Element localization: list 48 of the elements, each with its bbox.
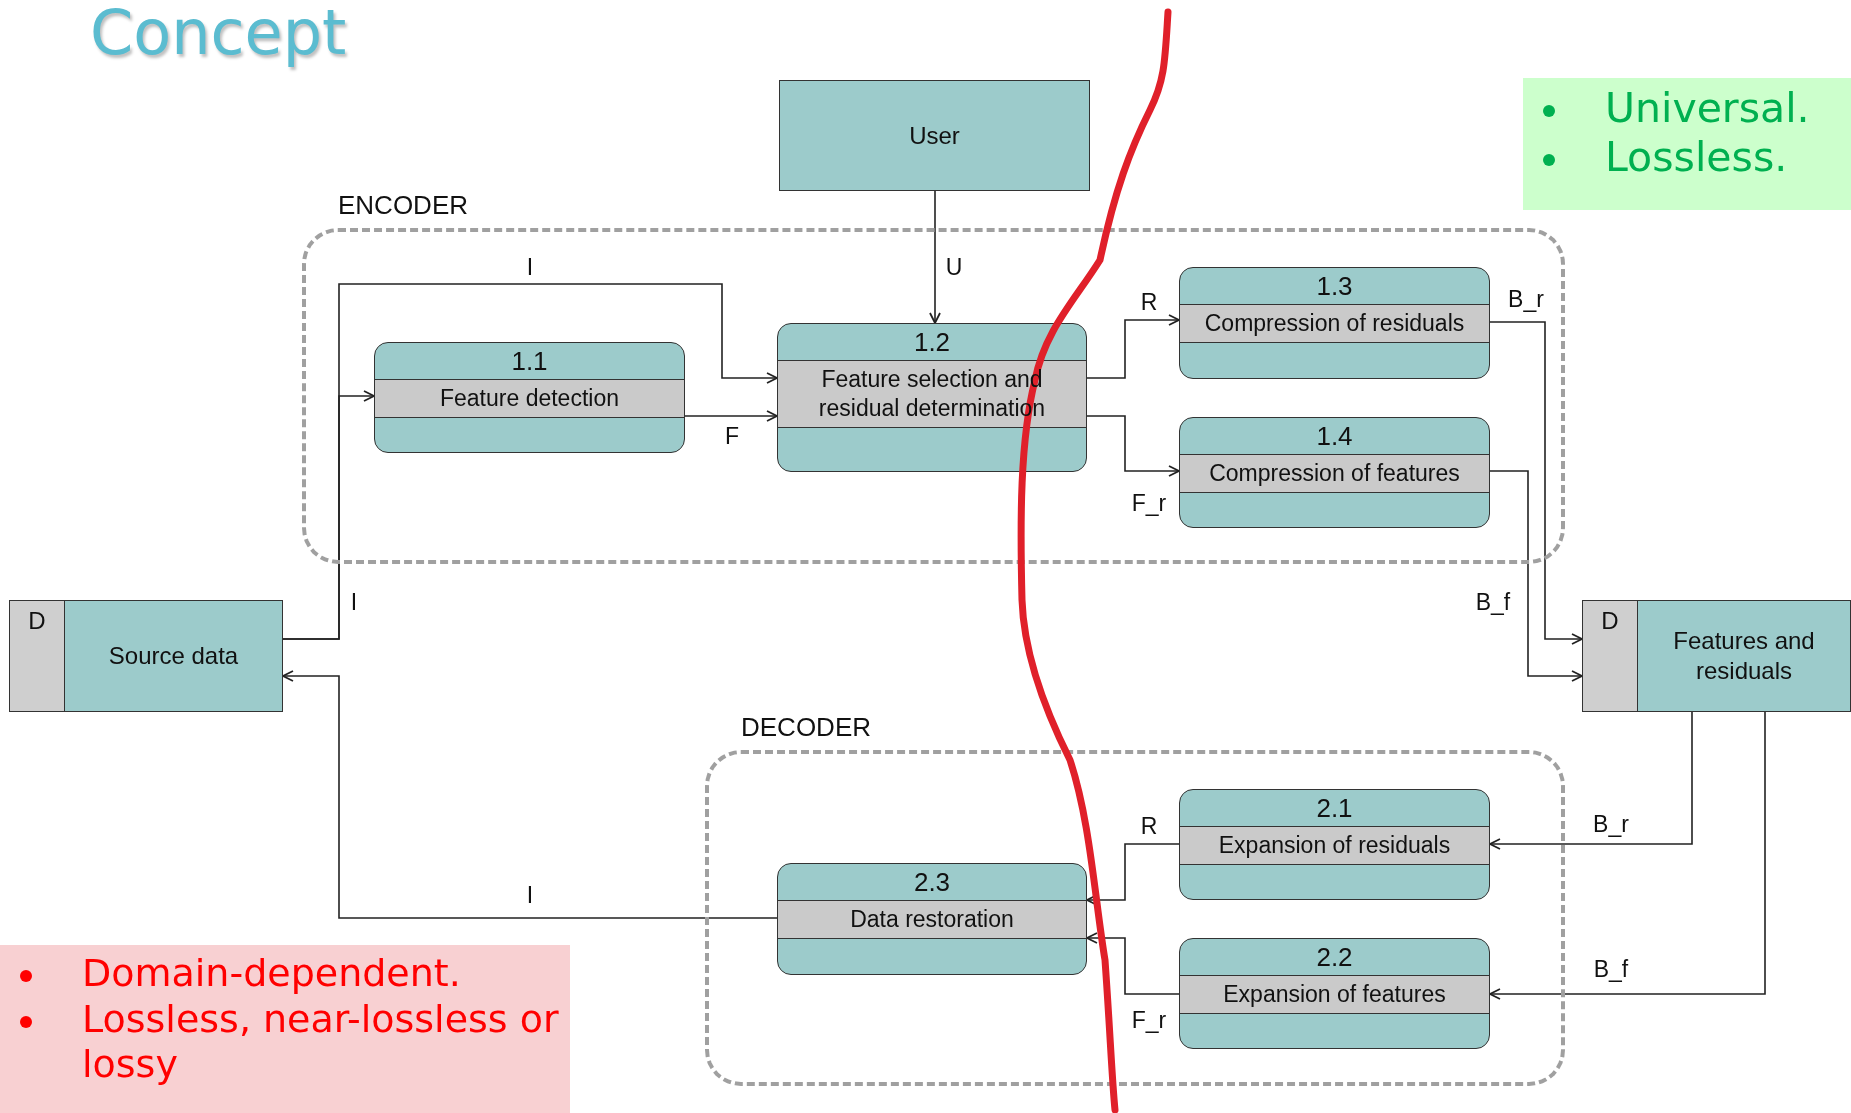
process-title: Data restoration <box>778 900 1086 939</box>
process-title: Compression of features <box>1180 454 1489 493</box>
process-title: Feature detection <box>375 379 684 418</box>
store-name: Source data <box>107 641 240 671</box>
slide-title: Concept <box>90 0 347 69</box>
data-store-box <box>1582 600 1851 712</box>
arrow <box>1086 843 1180 906</box>
process-number: 1.4 <box>1315 419 1354 453</box>
process-number: 1.2 <box>912 325 952 359</box>
entity-box: User <box>779 80 1090 191</box>
arrow <box>1086 415 1180 477</box>
arrow <box>1489 711 1766 1000</box>
note-box <box>0 945 570 1113</box>
process-number: 2.3 <box>912 865 952 899</box>
process-title: Compression of residuals <box>1180 304 1489 343</box>
note-text: Universal. <box>1605 84 1810 134</box>
store-tag: D <box>1583 601 1638 711</box>
arrow <box>282 670 778 919</box>
arrow <box>1086 932 1180 995</box>
group-heading: ENCODER <box>338 190 468 221</box>
arrow <box>684 410 778 422</box>
store-tag: D <box>10 601 65 711</box>
arrow <box>1086 314 1180 379</box>
note-text: Lossless. <box>1605 133 1788 183</box>
process-box <box>1179 938 1490 1049</box>
process-box <box>1179 789 1490 900</box>
note-box <box>1523 78 1851 210</box>
process-box <box>777 863 1087 975</box>
note-text: Lossless, near-lossless or lossy <box>82 996 560 1088</box>
process-box <box>777 323 1087 472</box>
process-title: Expansion of features <box>1180 975 1489 1014</box>
process-number: 2.2 <box>1315 940 1354 974</box>
process-box <box>374 342 685 453</box>
process-number: 2.1 <box>1315 791 1354 825</box>
process-box <box>1179 417 1490 528</box>
arrow <box>1489 321 1583 645</box>
arrow <box>1489 711 1693 850</box>
arrow <box>929 190 941 324</box>
note-text: Domain-dependent. <box>82 951 461 997</box>
process-number: 1.3 <box>1315 269 1354 303</box>
data-store-box <box>9 600 283 712</box>
process-box <box>1179 267 1490 379</box>
group-heading: DECODER <box>741 712 871 743</box>
arrow <box>282 390 375 640</box>
arrow <box>1489 470 1583 682</box>
process-number: 1.1 <box>510 344 549 378</box>
store-name: Features and residuals <box>1672 626 1816 686</box>
process-title: Expansion of residuals <box>1180 826 1489 865</box>
